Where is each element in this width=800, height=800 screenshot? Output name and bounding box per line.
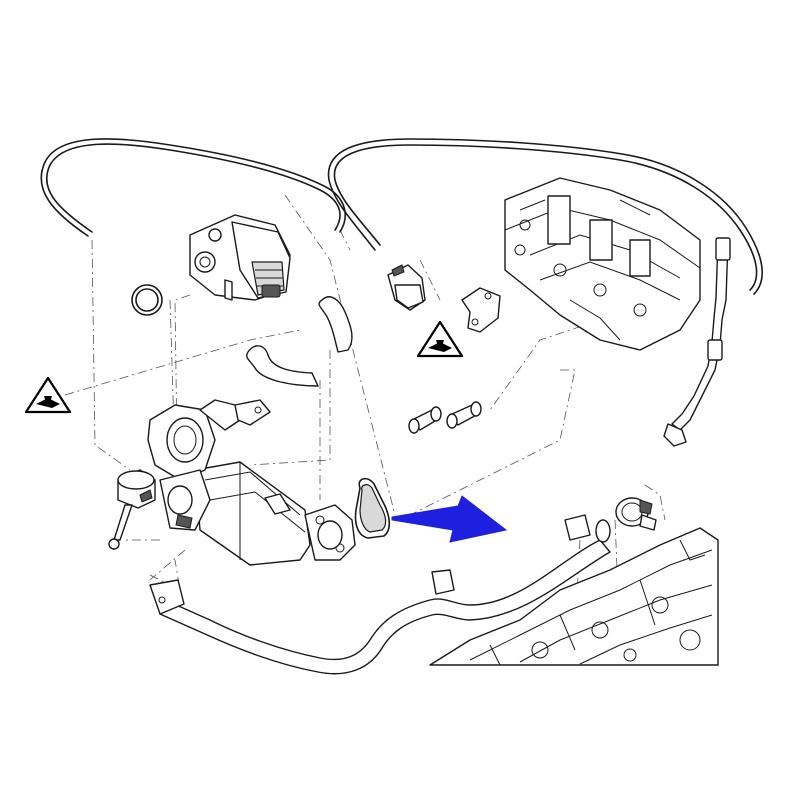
mounting-bracket [461,287,501,333]
gasket [354,477,391,539]
coolant-hose-short [246,296,353,387]
arrow-left-icon [391,495,508,543]
exhaust-pipe [149,514,611,675]
sensor-connector [387,264,426,311]
vacuum-hose-right [327,138,763,295]
warning-triangle-icon [24,376,72,414]
vacuum-hose-left [40,138,346,237]
cylinder-head [504,177,701,351]
pipe-vertical-right [663,237,731,447]
egr-valve-actuator [189,214,291,301]
vacuum-actuator [108,469,156,550]
warning-triangle-icon [416,320,464,358]
o-ring [131,284,163,316]
pipe-connector [408,401,482,434]
leader-lines [64,194,666,641]
egr-cooler [147,399,356,566]
hose-clamp [615,497,657,531]
gearbox-housing [429,527,719,666]
